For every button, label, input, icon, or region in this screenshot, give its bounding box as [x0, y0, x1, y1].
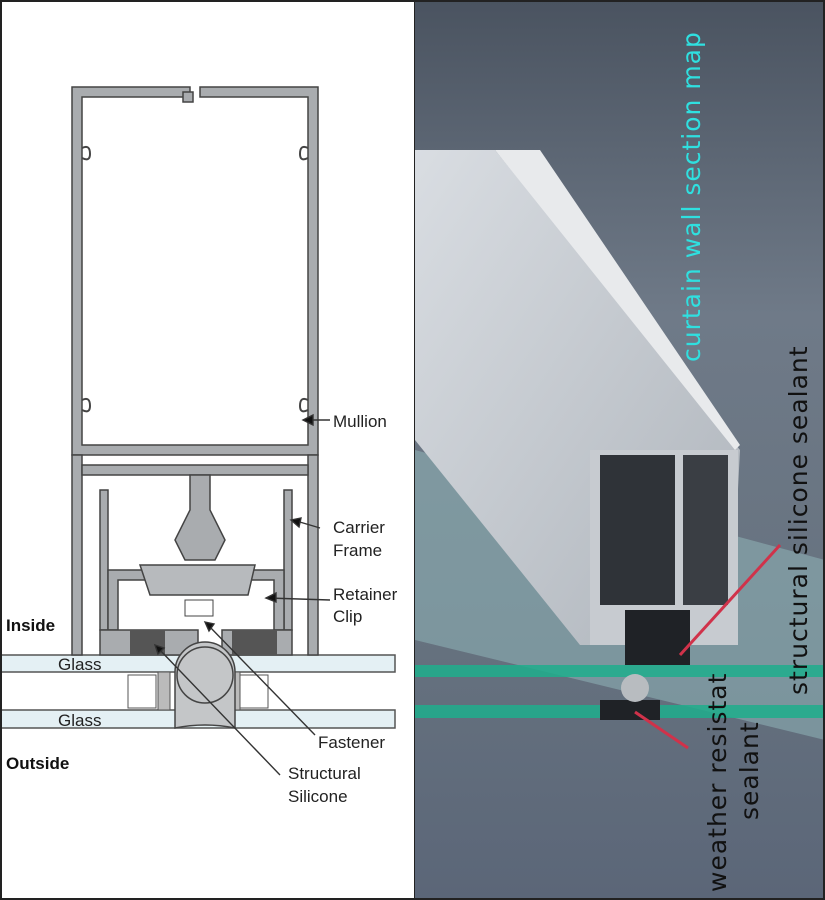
label-glass-inner: Glass: [58, 655, 101, 674]
weather-leader: [634, 710, 689, 750]
fastener-nut: [184, 599, 214, 617]
label-retainer-clip-1: Retainer: [333, 585, 398, 604]
label-glass-outer: Glass: [58, 711, 101, 730]
label-fastener: Fastener: [318, 733, 385, 752]
label-structural-silicone-2: Silicone: [288, 787, 348, 806]
retainer-clip: [138, 564, 256, 596]
structural-silicone: [174, 641, 236, 729]
label-structural-silicone-1: Structural: [288, 764, 361, 783]
section-photo: curtain wall section map structural sili…: [415, 0, 825, 900]
photo-glass-inner: [415, 665, 825, 677]
structural-sealant-label: structural silicone sealant: [784, 345, 813, 695]
weather-sealant-label-1: weather resistat: [703, 673, 732, 892]
label-mullion: Mullion: [333, 412, 387, 431]
label-retainer-clip-2: Clip: [333, 607, 362, 626]
label-carrier-frame-1: Carrier: [333, 518, 385, 537]
photo-title: curtain wall section map: [677, 31, 706, 362]
aluminium-profile: [415, 150, 740, 720]
section-drawing: Mullion Carrier Frame Retainer Clip Insi…: [0, 0, 416, 900]
label-carrier-frame-2: Frame: [333, 541, 382, 560]
structural-leader: [678, 543, 782, 657]
label-outside: Outside: [6, 754, 69, 773]
label-inside: Inside: [6, 616, 55, 635]
weather-sealant-label-2: sealant: [735, 721, 764, 820]
backer-rod: [621, 674, 649, 702]
